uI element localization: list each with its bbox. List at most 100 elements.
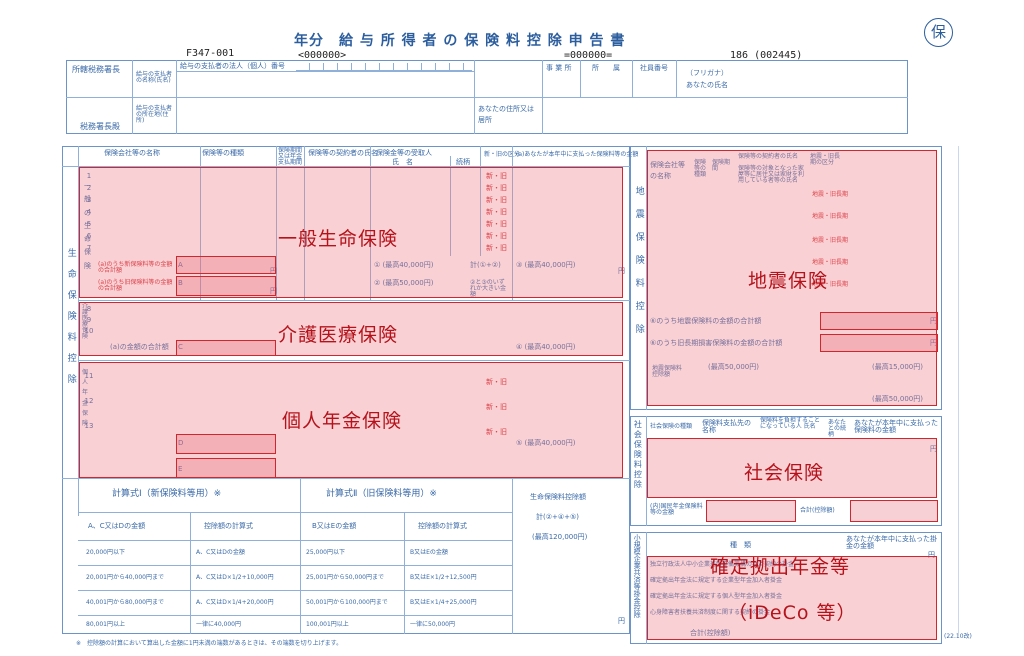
- social-side-label: 社会保険料控除: [633, 420, 643, 490]
- social-total-label: 合計(控除額): [800, 507, 835, 514]
- new-old-2[interactable]: 新・旧: [486, 184, 507, 192]
- ideco-highlight: [647, 556, 937, 640]
- quake-class-1[interactable]: 地震・旧長期: [812, 191, 849, 198]
- quake-highlight: [647, 150, 937, 406]
- your-address-field[interactable]: [544, 99, 906, 132]
- quake-side-label: 地震保険料控除: [633, 186, 644, 347]
- life-total-formula: 計(②+④+⑤): [536, 513, 580, 521]
- new-old-6[interactable]: 新・旧: [486, 232, 507, 240]
- ideco-r2: 確定拠出年金法に規定する企業型年金加入者掛金: [650, 577, 783, 584]
- life-total-yen: 円: [618, 617, 625, 625]
- col-company: 保険会社等の名称: [104, 149, 160, 157]
- field-c[interactable]: [176, 340, 276, 356]
- overlay-ideco-1: 確定拠出年金等: [710, 556, 851, 578]
- pension-max: ⑤ (最高40,000円): [516, 439, 576, 447]
- new-old-3[interactable]: 新・旧: [486, 196, 507, 204]
- quake-class-5[interactable]: 地震・旧長期: [812, 281, 849, 288]
- row-3: 3: [86, 196, 92, 204]
- pension-side-label: 個人年金保険: [82, 369, 89, 427]
- ideco-col-type: 種 類: [730, 541, 751, 549]
- quake-deduct-label: 地震保険料控除額: [652, 365, 683, 378]
- new-old-13[interactable]: 新・旧: [486, 428, 507, 436]
- col-relation: 続柄: [456, 158, 470, 166]
- new-old-4[interactable]: 新・旧: [486, 208, 507, 216]
- quake-yen1: 円: [930, 317, 937, 325]
- new-old-11[interactable]: 新・旧: [486, 378, 507, 386]
- f2-r2a: 25,001円から50,000円まで: [306, 574, 384, 581]
- quake-sum1: ⑥のうち地震保険料の金額の合計額: [650, 317, 762, 325]
- payer-name-field[interactable]: [178, 73, 472, 95]
- field-d[interactable]: [176, 434, 276, 454]
- quake-max3: (最高50,000円): [872, 395, 923, 403]
- calc-b: ② (最高50,000円): [374, 279, 434, 287]
- formula2-title: 計算式Ⅱ（旧保険料等用）※: [326, 489, 437, 499]
- ideco-total-label: 合計(控除額): [690, 629, 731, 637]
- tax-office-head: 所轄税務署長: [72, 65, 120, 74]
- quake-class-2[interactable]: 地震・旧長期: [812, 213, 849, 220]
- serial-left: <000000>: [298, 50, 347, 61]
- overlay-social: 社会保険: [744, 462, 825, 484]
- social-col-payee: 保険料支払先の名称: [702, 419, 751, 434]
- new-old-1[interactable]: 新・旧: [486, 172, 507, 180]
- social-section: [630, 416, 942, 526]
- max-label: ③ (最高40,000円): [516, 261, 576, 269]
- col-type: 保険等の種類: [202, 149, 244, 157]
- quake-field-1[interactable]: [820, 312, 938, 330]
- life-insurance-section: [62, 146, 630, 634]
- f1-r2b: A、C又はD×1/2+10,000円: [196, 574, 274, 581]
- yen-life-total: 円: [618, 267, 625, 275]
- f1-r4b: 一律に40,000円: [196, 621, 241, 628]
- quake-field-2[interactable]: [820, 334, 938, 352]
- col-contractor: 保険等の契約者の氏名: [308, 149, 378, 157]
- quake-yen2: 円: [930, 339, 937, 347]
- field-a[interactable]: [176, 256, 276, 274]
- a-new-label: (a)のうち新保険料等の金額の合計額: [98, 261, 173, 274]
- f2-col2: 控除額の計算式: [418, 522, 467, 530]
- quake-class-3[interactable]: 地震・旧長期: [812, 237, 849, 244]
- social-yen: 円: [930, 445, 937, 453]
- care-highlight: [79, 302, 623, 356]
- care-row-9: 9: [86, 316, 92, 324]
- b-old-label: (a)のうち旧保険料等の金額の合計額: [98, 279, 173, 292]
- field-b[interactable]: [176, 276, 276, 296]
- field-e[interactable]: [176, 458, 276, 478]
- social-total-field[interactable]: [850, 500, 938, 522]
- f1-col1: A、C又はDの金額: [88, 522, 146, 530]
- payer-name-label: 給与の支払者の名称(氏名): [136, 71, 173, 84]
- social-col-rel: あなたとの続柄: [828, 419, 847, 438]
- pension-highlight: [79, 362, 623, 478]
- quake-col-class: 地震・旧長期の区分: [810, 153, 841, 166]
- ideco-section: [630, 532, 942, 644]
- quake-sum2: ⑥のうち旧長期損害保険料の金額の合計額: [650, 339, 783, 347]
- ideco-col-amount: あなたが本年中に支払った掛金の金額: [846, 535, 937, 550]
- calc-a: ① (最高40,000円): [374, 261, 434, 269]
- your-name-field[interactable]: [740, 62, 906, 95]
- quake-class-4[interactable]: 地震・旧長期: [812, 259, 849, 266]
- row-4: 4: [86, 208, 92, 216]
- col-period: 保険期間又は年金支払期間: [278, 147, 303, 166]
- row-6: 6: [86, 232, 92, 240]
- new-old-7[interactable]: 新・旧: [486, 244, 507, 252]
- f1-col2: 控除額の計算式: [204, 522, 253, 530]
- yen-b: 円: [270, 287, 277, 295]
- care-total-label: (a)の金額の合計額: [110, 343, 169, 351]
- f2-r4b: 一律に50,000円: [410, 621, 455, 628]
- general-life-highlight: [79, 167, 623, 298]
- new-old-12[interactable]: 新・旧: [486, 403, 507, 411]
- ideco-side-label: 小規模企業共済等掛金控除: [633, 534, 642, 618]
- care-max: ④ (最高40,000円): [516, 343, 576, 351]
- quake-col-contractor: 保険等の契約者の氏名: [738, 153, 799, 160]
- emp-no-label: 社員番号: [640, 64, 668, 72]
- formula1-title: 計算式Ⅰ（新保険料等用）※: [112, 489, 222, 499]
- form-title: 年分 給 与 所 得 者 の 保 険 料 控 除 申 告 書: [294, 33, 626, 49]
- row-7: 7: [86, 244, 92, 252]
- payer-number-field[interactable]: [296, 63, 472, 71]
- letter-b: B: [178, 279, 183, 287]
- payer-address-field[interactable]: [178, 99, 472, 132]
- ideco-r1: 独立行政法人中小企業基盤整備機構の共済契約の掛金: [650, 561, 795, 568]
- col-new-old: 新・旧の区分: [484, 151, 521, 158]
- national-pension-field[interactable]: [706, 500, 796, 522]
- serial-mid: =000000=: [564, 50, 613, 61]
- new-old-5[interactable]: 新・旧: [486, 220, 507, 228]
- overlay-care: 介護医療保険: [278, 324, 399, 346]
